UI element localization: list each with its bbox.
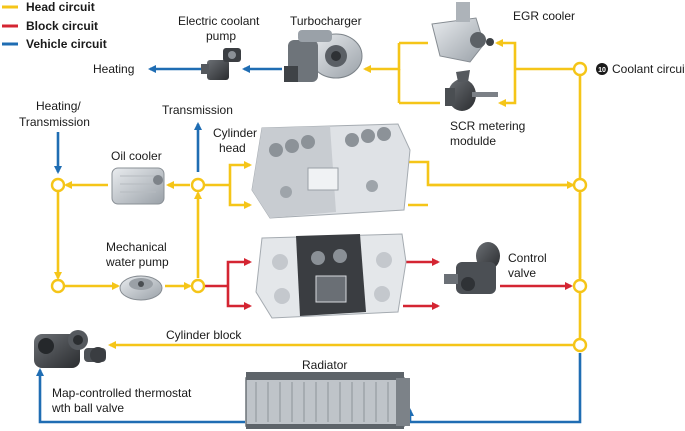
- radiator-icon: [245, 372, 410, 429]
- scr-label-line2: modulde: [450, 134, 496, 148]
- oil-cooler-label: Oil cooler: [111, 149, 162, 163]
- electric-pump-label-line1: Electric coolant: [178, 14, 260, 28]
- junction-nodes: [50, 61, 588, 353]
- thermostat-label-line2: wth ball valve: [51, 401, 124, 415]
- diagram-labels: Heating Electric coolant pump Turbocharg…: [19, 9, 685, 415]
- junction-node: [572, 61, 588, 77]
- water-pump-label-line2: water pump: [105, 255, 169, 269]
- coolant-number-text: 10: [598, 67, 606, 74]
- egr-cooler-icon: [431, 2, 494, 63]
- scr-label-line1: SCR metering: [450, 119, 525, 133]
- heating-label: Heating: [93, 62, 134, 76]
- coolant-circuit-label: Coolant circuit: [612, 62, 685, 76]
- cylinder-block-icon: [255, 233, 407, 319]
- coolant-number-badge: 10: [596, 63, 608, 75]
- legend-vehicle-label: Vehicle circuit: [26, 37, 107, 51]
- control-valve-icon: [444, 242, 500, 294]
- legend-block-label: Block circuit: [26, 19, 98, 33]
- control-valve-label-line1: Control: [508, 251, 547, 265]
- water-pump-label-line1: Mechanical: [106, 240, 167, 254]
- cylinder-head-label-line2: head: [219, 141, 246, 155]
- thermostat-icon: [34, 330, 106, 368]
- thermostat-label-line1: Map-controlled thermostat: [52, 386, 192, 400]
- radiator-label: Radiator: [302, 358, 347, 372]
- water-pump-icon: [119, 275, 163, 301]
- cylinder-head-icon: [251, 123, 411, 219]
- legend-head-label: Head circuit: [26, 0, 95, 14]
- electric-coolant-pump-icon: [201, 48, 241, 80]
- block-circuit-lines: [205, 258, 573, 310]
- junction-node: [572, 337, 588, 353]
- junction-node: [572, 177, 588, 193]
- junction-node: [50, 278, 66, 294]
- junction-node: [190, 177, 206, 193]
- heating-transmission-label-line2: Transmission: [19, 115, 90, 129]
- oil-cooler-icon: [111, 167, 165, 205]
- electric-pump-label-line2: pump: [206, 29, 236, 43]
- egr-cooler-label: EGR cooler: [513, 9, 575, 23]
- junction-node: [190, 278, 206, 294]
- turbocharger-label: Turbocharger: [290, 14, 362, 28]
- head-circuit-lines: [54, 39, 582, 349]
- cylinder-head-label-line1: Cylinder: [213, 126, 257, 140]
- junction-node: [50, 177, 66, 193]
- cylinder-block-label: Cylinder block: [166, 328, 242, 342]
- turbocharger-icon: [284, 30, 363, 82]
- scr-metering-module-icon: [445, 70, 498, 111]
- control-valve-label-line2: valve: [508, 266, 536, 280]
- transmission-label: Transmission: [162, 103, 233, 117]
- legend: Head circuit Block circuit Vehicle circu…: [2, 0, 107, 51]
- junction-node: [572, 278, 588, 294]
- heating-transmission-label-line1: Heating/: [36, 99, 81, 113]
